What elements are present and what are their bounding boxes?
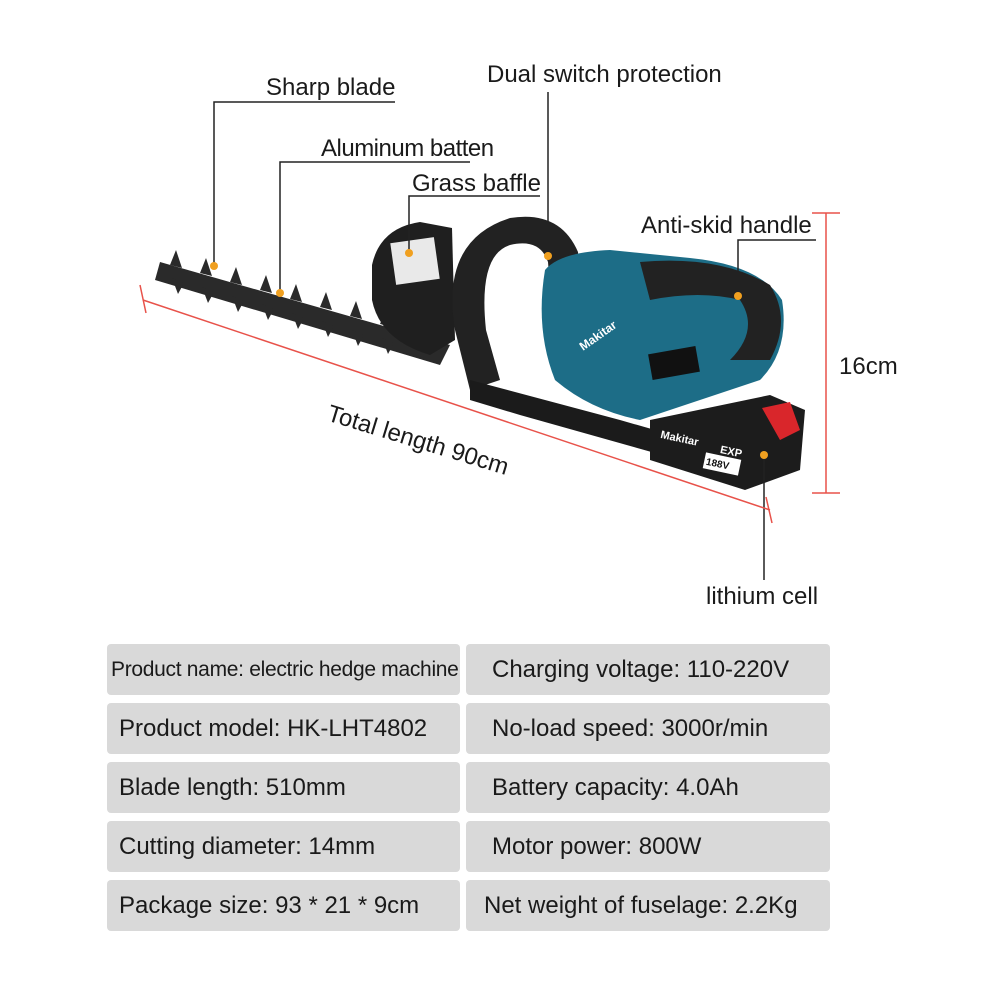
spec-cell-product-model: Product model: HK-LHT4802 — [107, 703, 460, 754]
callout-aluminum-batten: Aluminum batten — [321, 135, 494, 162]
callout-sharp-blade: Sharp blade — [266, 74, 396, 101]
spec-row: Product name: electric hedge machine Cha… — [107, 644, 830, 695]
dimension-lines — [139, 212, 840, 524]
warning-label — [390, 237, 440, 285]
hedge-blade — [155, 250, 450, 365]
svg-text:188V: 188V — [705, 457, 730, 473]
spec-cell-cutting-diameter: Cutting diameter: 14mm — [107, 821, 460, 872]
spec-cell-package-size: Package size: 93 * 21 * 9cm — [107, 880, 460, 931]
callout-grass-baffle: Grass baffle — [412, 170, 541, 197]
callout-dual-switch: Dual switch protection — [487, 61, 722, 88]
svg-text:EXP: EXP — [719, 444, 743, 460]
spec-row: Package size: 93 * 21 * 9cm Net weight o… — [107, 880, 830, 931]
spec-row: Cutting diameter: 14mm Motor power: 800W — [107, 821, 830, 872]
product-diagram: Makitar Makitar EXP 188V — [139, 92, 840, 580]
spec-cell-motor-power: Motor power: 800W — [466, 821, 830, 872]
spec-table: Product name: electric hedge machine Cha… — [107, 644, 830, 939]
spec-cell-battery-capacity: Battery capacity: 4.0Ah — [466, 762, 830, 813]
spec-cell-no-load-speed: No-load speed: 3000r/min — [466, 703, 830, 754]
spec-cell-product-name: Product name: electric hedge machine — [107, 644, 460, 695]
spec-cell-charging-voltage: Charging voltage: 110-220V — [466, 644, 830, 695]
lithium-battery: Makitar EXP 188V — [650, 395, 805, 490]
height-label: 16cm — [839, 353, 898, 380]
spec-cell-net-weight: Net weight of fuselage: 2.2Kg — [466, 880, 830, 931]
callout-lithium-cell: lithium cell — [706, 583, 819, 610]
front-handle — [452, 216, 582, 390]
callout-dots — [210, 249, 768, 459]
spec-cell-blade-length: Blade length: 510mm — [107, 762, 460, 813]
spec-row: Product model: HK-LHT4802 No-load speed:… — [107, 703, 830, 754]
callout-anti-skid-handle: Anti-skid handle — [641, 212, 812, 239]
spec-row: Blade length: 510mm Battery capacity: 4.… — [107, 762, 830, 813]
callout-leaders — [213, 92, 816, 580]
